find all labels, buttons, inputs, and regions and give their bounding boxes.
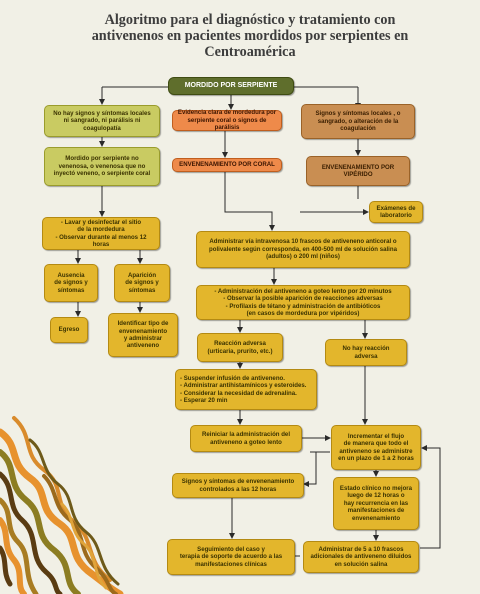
node-root: MORDIDO POR SERPIENTE <box>168 77 294 95</box>
node-adverse-reaction: Reacción adversa(urticaria, prurito, etc… <box>197 333 283 362</box>
node-suspend-infusion: - Suspender infusión de antiveneno.- Adm… <box>175 369 317 410</box>
node-slow-drip: - Administración del antiveneno a goteo … <box>196 285 410 320</box>
node-discharge: Egreso <box>50 317 88 343</box>
page-title: Algoritmo para el diagnóstico y tratamie… <box>91 12 409 60</box>
node-coral-envenomation: ENVENENAMIENTO POR CORAL <box>172 158 282 172</box>
node-administer-antivenom: Administrar vía intravenosa 10 frascos d… <box>196 231 410 268</box>
